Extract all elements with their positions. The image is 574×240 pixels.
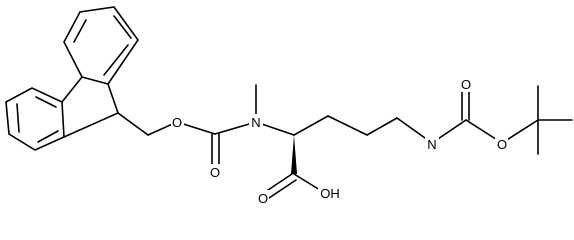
label-mask (425, 136, 439, 152)
side-chain-bond (293, 115, 329, 136)
right-benzene-ring (63, 6, 139, 85)
atom-n-side-chain: N (427, 137, 436, 152)
label-mask (459, 76, 472, 92)
fluorene-five-ring (61, 76, 119, 138)
atom-o-fmoc-ether: O (172, 115, 182, 130)
label-mask (495, 136, 508, 152)
left-ring-inner-bond (16, 103, 20, 133)
ch2-bond (117, 112, 149, 136)
bonds (5, 6, 573, 201)
label-mask (209, 164, 222, 180)
label-mask (171, 114, 184, 130)
atom-o-boc-carbonyl: O (461, 77, 471, 92)
atom-labels: O O N N O O O OH (171, 76, 508, 206)
acid-oh-bond (293, 173, 321, 191)
right-ring-inner-bond (73, 19, 87, 43)
left-ring-inner-bond (35, 96, 57, 108)
atom-o-boc-ether: O (497, 137, 507, 152)
side-chain-bond (366, 117, 398, 136)
atom-o-acid-carbonyl: O (258, 191, 268, 206)
label-mask (318, 185, 342, 201)
chemical-structure: O O N N O O O OH (5, 6, 573, 206)
right-ring-inner-bond (113, 15, 132, 39)
side-chain-bond (327, 115, 368, 136)
left-ring-inner-bond (37, 130, 59, 143)
left-benzene-ring (5, 87, 65, 151)
atom-oh-acid: OH (320, 186, 340, 201)
label-mask (256, 190, 269, 206)
atom-n-alpha: N (251, 115, 260, 130)
atom-o-fmoc-carbonyl: O (210, 165, 220, 180)
stereo-wedge-bond (291, 135, 297, 174)
right-ring-inner-bond (103, 44, 129, 76)
acid-carbonyl-double-bond (265, 179, 297, 201)
label-mask (249, 114, 263, 130)
